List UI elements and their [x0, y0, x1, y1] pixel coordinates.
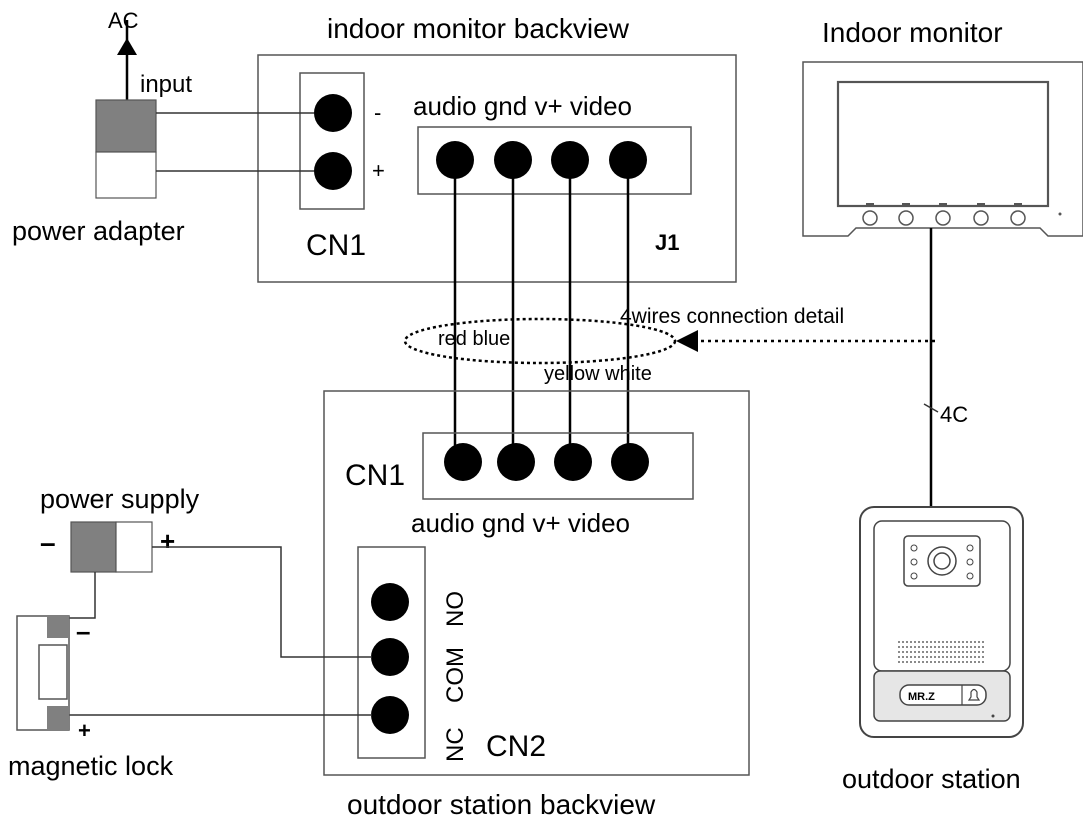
outdoor-audio-terminal [444, 443, 482, 481]
adapter-top [95, 99, 157, 153]
nameplate [899, 684, 987, 706]
wire-detail-ellipse [403, 317, 677, 365]
wire-colors-bottom: yellow white [544, 363, 652, 385]
outdoor-video-terminal [611, 443, 649, 481]
cn2-label: CN2 [486, 730, 546, 763]
wire-colors-top: red blue [438, 328, 510, 350]
indoor-cn1-minus-terminal [314, 94, 352, 132]
ac-arrow-icon [117, 38, 137, 55]
outdoor-cn1-connector [422, 432, 694, 500]
outdoor-gnd-terminal [497, 443, 535, 481]
outdoor-station-label: outdoor station [842, 764, 1021, 794]
magnetic-lock [16, 615, 70, 731]
monitor-button [1010, 210, 1026, 226]
monitor-button [935, 210, 951, 226]
monitor-button [862, 210, 878, 226]
magnetic-lock-label: magnetic lock [8, 751, 174, 781]
monitor-button [973, 210, 989, 226]
indoor-j1-connector [417, 126, 692, 195]
outdoor-backview-title: outdoor station backview [347, 789, 656, 819]
connection-detail-label: 4wires connection detail [620, 305, 844, 328]
supply-minus-label: – [40, 527, 56, 558]
power-supply [70, 521, 153, 573]
no-label: NO [442, 591, 469, 627]
com-label: COM [442, 647, 469, 703]
camera-lens-icon [927, 546, 957, 576]
indoor-cn1-label: CN1 [306, 229, 366, 262]
four-c-tick [923, 403, 939, 413]
supply-plus-to-com-wire [152, 546, 372, 658]
indoor-monitor-device [802, 61, 1083, 237]
no-terminal [371, 583, 409, 621]
lock-minus-label: – [76, 616, 90, 646]
power-adapter [95, 20, 157, 199]
outdoor-cn2-connector [357, 546, 426, 759]
outdoor-backview-box [323, 390, 750, 776]
supply-plus-label: + [160, 526, 175, 556]
power-supply-label: power supply [40, 484, 200, 514]
detail-arrow-icon [676, 330, 698, 352]
monitor-button [898, 210, 914, 226]
indoor-backview-box [257, 54, 737, 283]
minus-label: - [374, 100, 381, 125]
nc-terminal [371, 696, 409, 734]
supply-minus-to-lock-wire [68, 572, 96, 619]
outdoor-vplus-terminal [554, 443, 592, 481]
speaker-grille [898, 641, 986, 663]
com-terminal [371, 638, 409, 676]
indoor-monitor-title: Indoor monitor [822, 17, 1003, 48]
outdoor-cn1-label: CN1 [345, 459, 405, 492]
power-adapter-label: power adapter [12, 216, 185, 246]
plus-label: + [372, 158, 385, 183]
nameplate-text: MR.Z [908, 691, 935, 703]
camera-panel [903, 535, 981, 587]
indoor-cn1-plus-terminal [314, 152, 352, 190]
outdoor-pins-label: audio gnd v+ video [411, 508, 630, 538]
four-c-label: 4C [940, 402, 968, 427]
input-label: input [140, 71, 192, 98]
outdoor-station-device [859, 506, 1024, 738]
adapter-bottom [95, 151, 157, 199]
indoor-cn1-connector [299, 72, 365, 210]
ac-label: AC [108, 8, 139, 33]
indoor-backview-title: indoor monitor backview [327, 13, 630, 44]
indoor-pins-label: audio gnd v+ video [413, 91, 632, 121]
nc-label: NC [442, 727, 469, 762]
j1-label: J1 [655, 230, 679, 255]
bell-icon [967, 688, 981, 701]
lock-plus-label: + [78, 718, 91, 743]
